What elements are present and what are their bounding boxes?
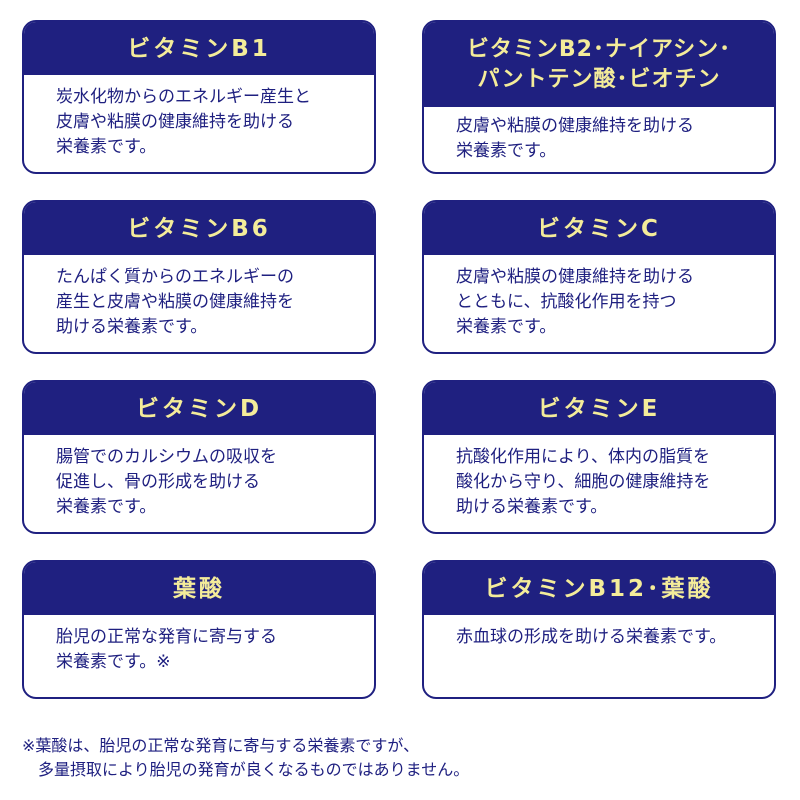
card-title-line-2: パントテン酸･ビオチン bbox=[477, 66, 721, 92]
card-vitamin-c: ビタミンC 皮膚や粘膜の健康維持を助ける とともに、抗酸化作用を持つ 栄養素です… bbox=[422, 200, 776, 354]
card-description: 炭水化物からのエネルギー産生と 皮膚や粘膜の健康維持を助ける 栄養素です。 bbox=[56, 87, 311, 157]
card-title-text: ビタミンB6 bbox=[127, 215, 271, 242]
card-vitamin-d: ビタミンD 腸管でのカルシウムの吸収を 促進し、骨の形成を助ける 栄養素です。 bbox=[22, 380, 376, 534]
card-description: 皮膚や粘膜の健康維持を助ける 栄養素です。 bbox=[456, 116, 694, 161]
card-description: 皮膚や粘膜の健康維持を助ける とともに、抗酸化作用を持つ 栄養素です。 bbox=[456, 267, 694, 337]
card-description: たんぱく質からのエネルギーの 産生と皮膚や粘膜の健康維持を 助ける栄養素です。 bbox=[56, 267, 294, 337]
card-vitamin-b12-folic-acid: ビタミンB12･葉酸 赤血球の形成を助ける栄養素です。 bbox=[422, 560, 776, 699]
card-vitamin-b2-niacin-pantothenic-biotin: ビタミンB2･ナイアシン･ パントテン酸･ビオチン 皮膚や粘膜の健康維持を助ける… bbox=[422, 20, 776, 174]
card-description: 胎児の正常な発育に寄与する 栄養素です。※ bbox=[56, 627, 277, 672]
card-vitamin-b6: ビタミンB6 たんぱく質からのエネルギーの 産生と皮膚や粘膜の健康維持を 助ける… bbox=[22, 200, 376, 354]
footnote: ※葉酸は、胎児の正常な発育に寄与する栄養素ですが、 多量摂取により胎児の発育が良… bbox=[22, 736, 470, 779]
card-title-text: ビタミンE bbox=[537, 395, 661, 422]
card-title-text: ビタミンB1 bbox=[127, 35, 271, 62]
card-title-text: ビタミンB12･葉酸 bbox=[484, 575, 714, 602]
card-folic-acid: 葉酸 胎児の正常な発育に寄与する 栄養素です。※ bbox=[22, 560, 376, 699]
card-title-text: ビタミンD bbox=[135, 395, 263, 422]
card-title: ビタミンB1 bbox=[24, 22, 374, 75]
card-title-text: 葉酸 bbox=[173, 575, 225, 602]
card-vitamin-b1: ビタミンB1 炭水化物からのエネルギー産生と 皮膚や粘膜の健康維持を助ける 栄養… bbox=[22, 20, 376, 174]
card-title: 葉酸 bbox=[24, 562, 374, 615]
card-title: ビタミンB6 bbox=[24, 202, 374, 255]
card-title: ビタミンC bbox=[424, 202, 774, 255]
card-title: ビタミンD bbox=[24, 382, 374, 435]
card-vitamin-e: ビタミンE 抗酸化作用により、体内の脂質を 酸化から守り、細胞の健康維持を 助け… bbox=[422, 380, 776, 534]
card-title: ビタミンB12･葉酸 bbox=[424, 562, 774, 615]
card-title: ビタミンB2･ナイアシン･ パントテン酸･ビオチン bbox=[424, 22, 774, 107]
card-title: ビタミンE bbox=[424, 382, 774, 435]
card-description: 抗酸化作用により、体内の脂質を 酸化から守り、細胞の健康維持を 助ける栄養素です… bbox=[456, 447, 711, 517]
card-description: 赤血球の形成を助ける栄養素です。 bbox=[456, 627, 727, 647]
card-description: 腸管でのカルシウムの吸収を 促進し、骨の形成を助ける 栄養素です。 bbox=[56, 447, 277, 517]
card-title-line-1: ビタミンB2･ナイアシン･ bbox=[466, 36, 732, 62]
card-title-text: ビタミンC bbox=[537, 215, 661, 242]
